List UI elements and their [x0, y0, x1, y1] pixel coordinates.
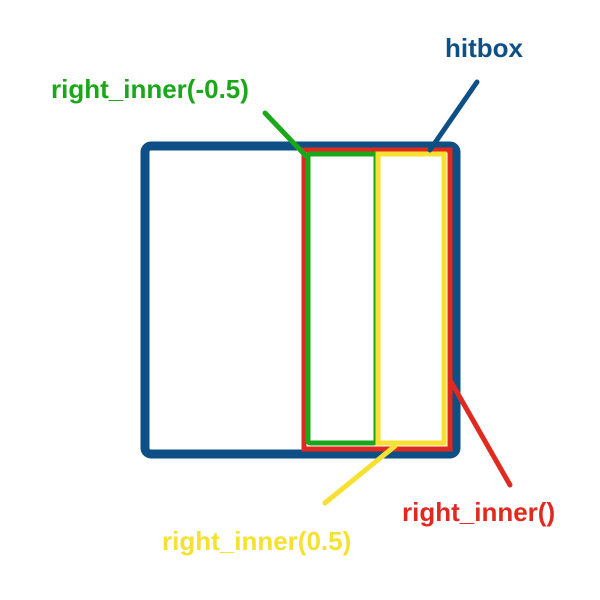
right-inner-default-rect [301, 147, 453, 452]
right-inner-pos-leader-line [322, 443, 398, 506]
right-inner-pos-rect [375, 151, 447, 446]
right-inner-default-label: right_inner() [402, 497, 555, 527]
hitbox-label: hitbox [445, 33, 524, 63]
right-inner-default-leader-line [447, 377, 513, 488]
right-inner-neg-rect [305, 151, 379, 446]
hitbox-rect [140, 141, 461, 459]
right-inner-neg-label: right_inner(-0.5) [51, 74, 249, 104]
right-inner-neg-leader-line [262, 110, 309, 159]
hitbox-leader-line [427, 79, 480, 153]
right-inner-pos-label: right_inner(0.5) [162, 526, 351, 556]
